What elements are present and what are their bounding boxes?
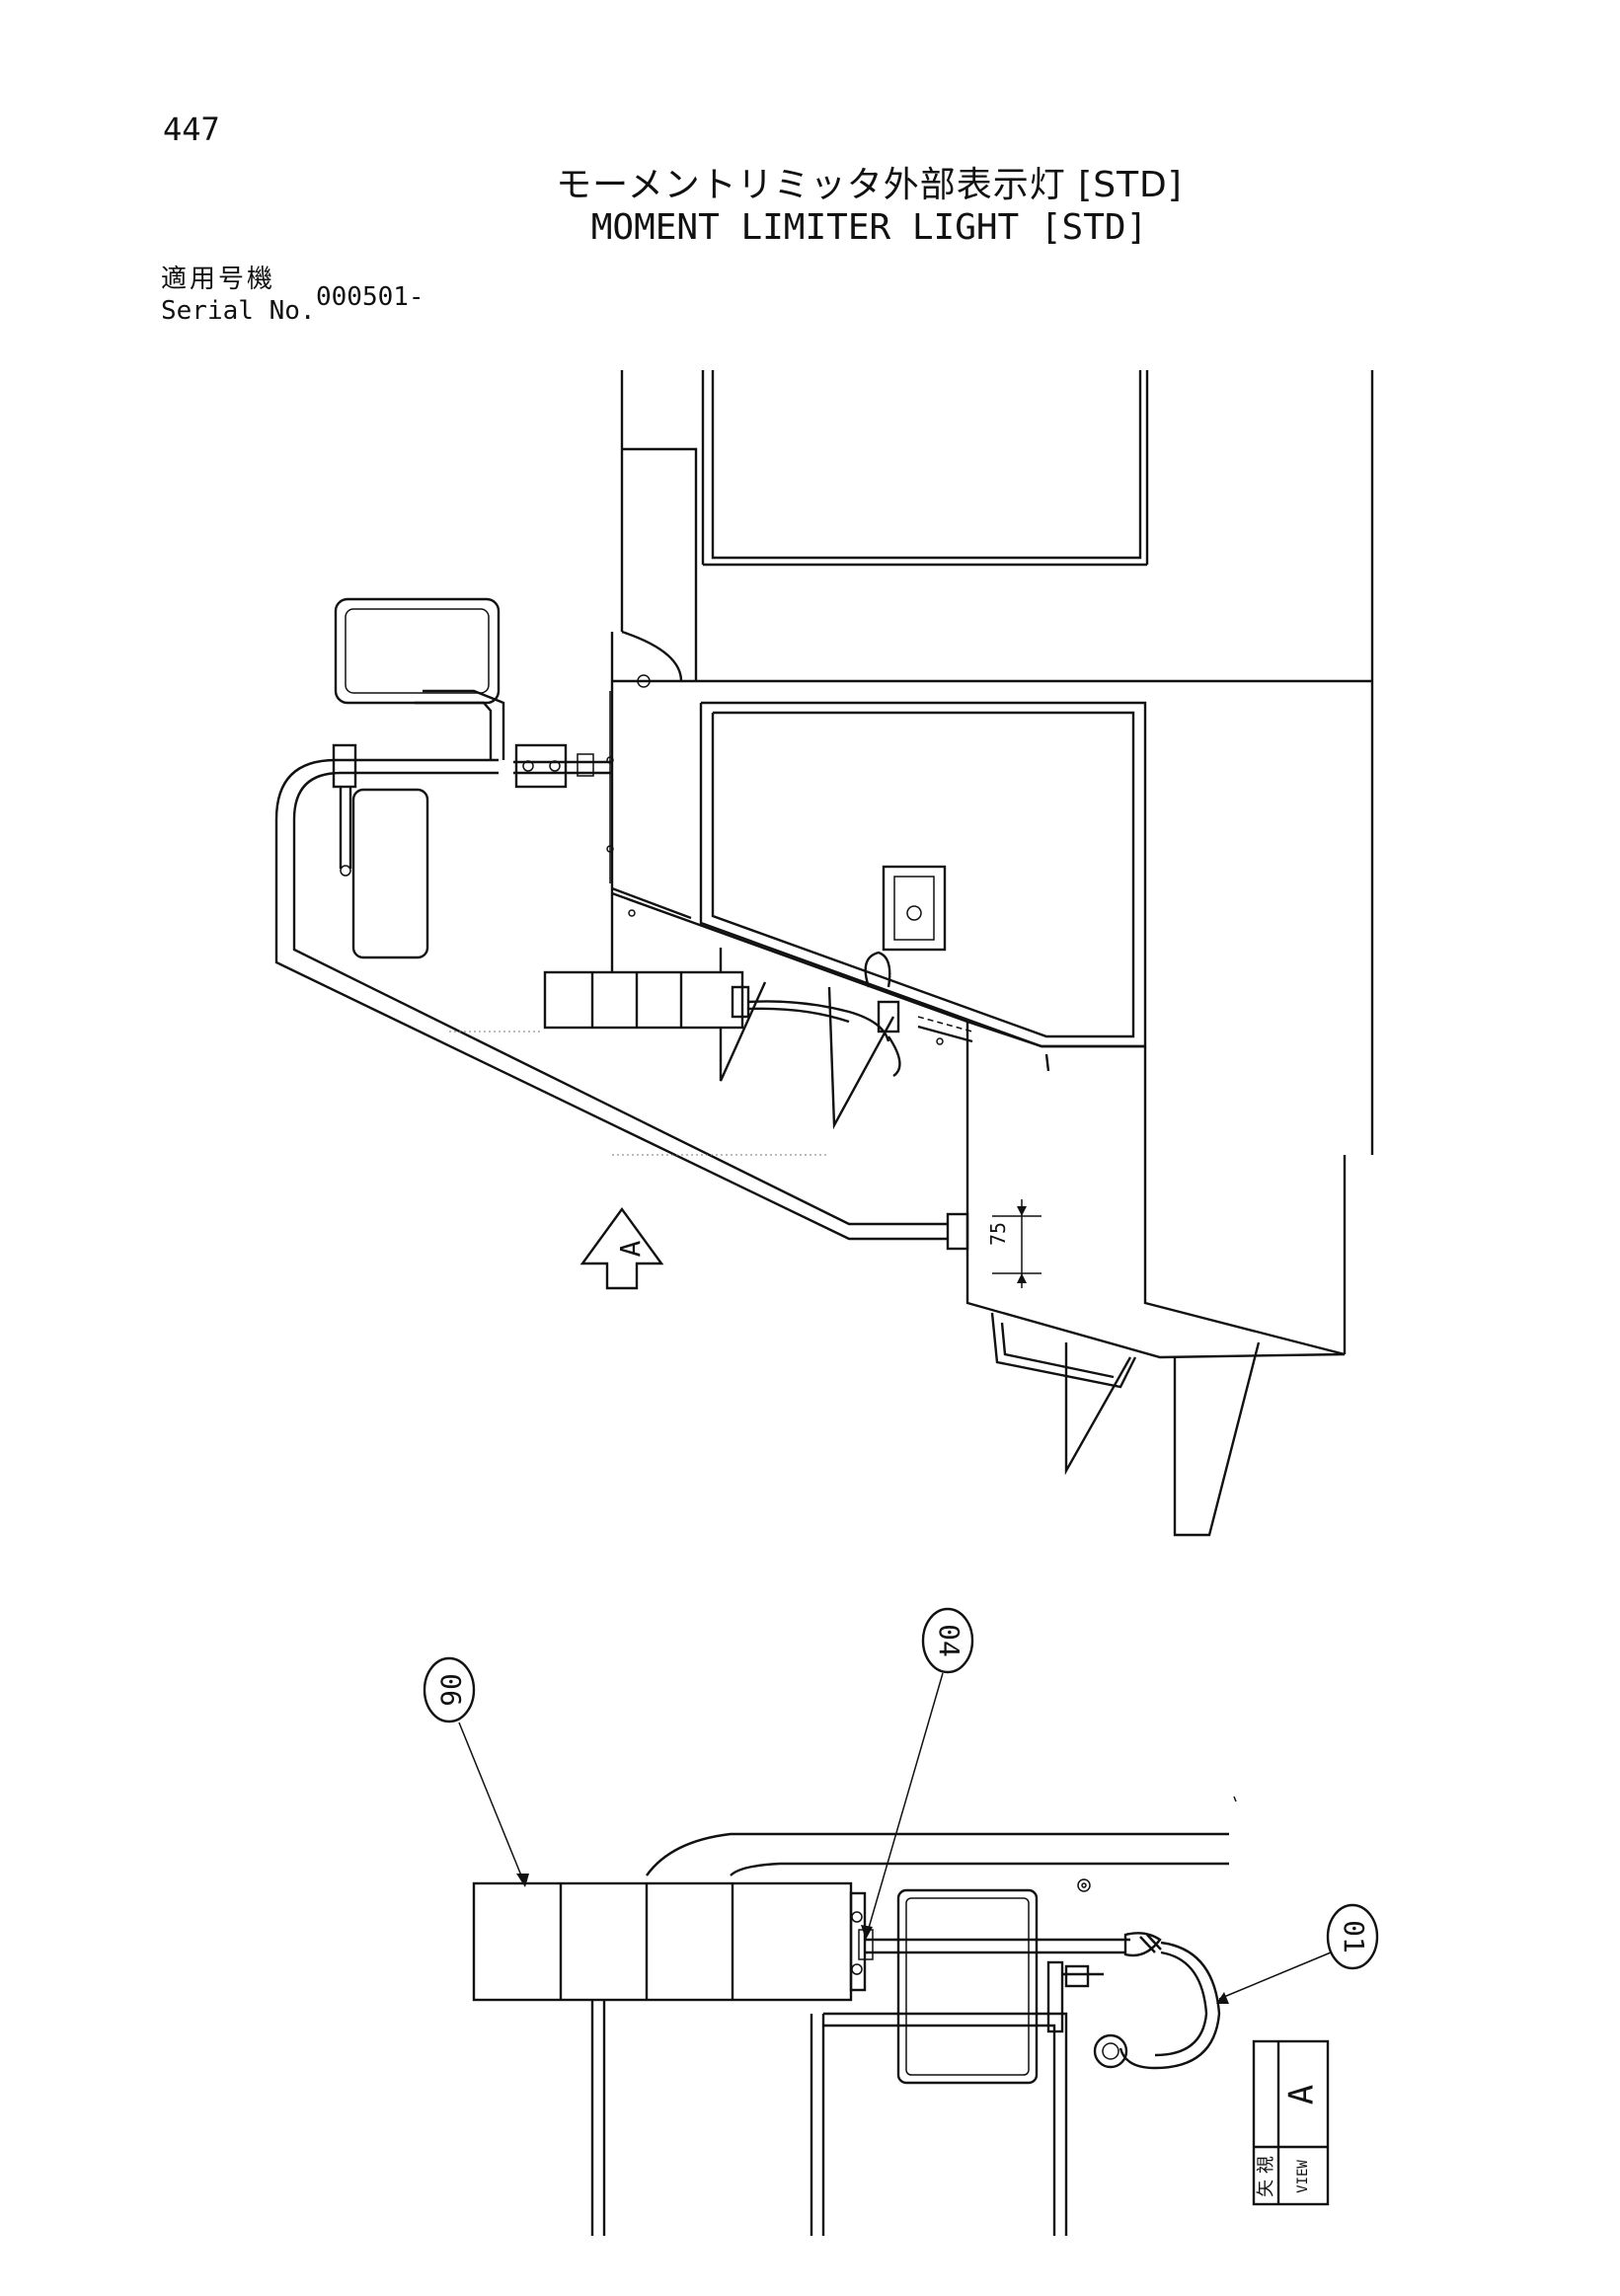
page-number: 447 xyxy=(163,111,220,148)
callout-06: 06 xyxy=(434,1673,467,1707)
view-box-letter: A xyxy=(1282,2085,1322,2105)
page-title-english: MOMENT LIMITER LIGHT [STD] xyxy=(590,207,1148,248)
callout-01: 01 xyxy=(1338,1920,1370,1953)
crane-cab-isometric-view xyxy=(274,370,1374,1537)
page-title-japanese: モーメントリミッタ外部表示灯 [STD] xyxy=(556,165,1183,205)
view-box-english: VIEW xyxy=(1295,2160,1311,2193)
view-arrow xyxy=(579,1206,664,1290)
serial-number-value: 000501- xyxy=(316,282,424,312)
dimension-label: 75 xyxy=(986,1222,1010,1246)
view-a-detail xyxy=(423,1607,1379,2236)
serial-label-japanese: 適用号機 xyxy=(161,265,276,294)
view-box-japanese: 矢 視 xyxy=(1256,2156,1276,2197)
serial-label-english: Serial No. xyxy=(161,296,316,326)
callout-04: 04 xyxy=(933,1624,965,1657)
view-arrow-letter: A xyxy=(614,1240,647,1257)
